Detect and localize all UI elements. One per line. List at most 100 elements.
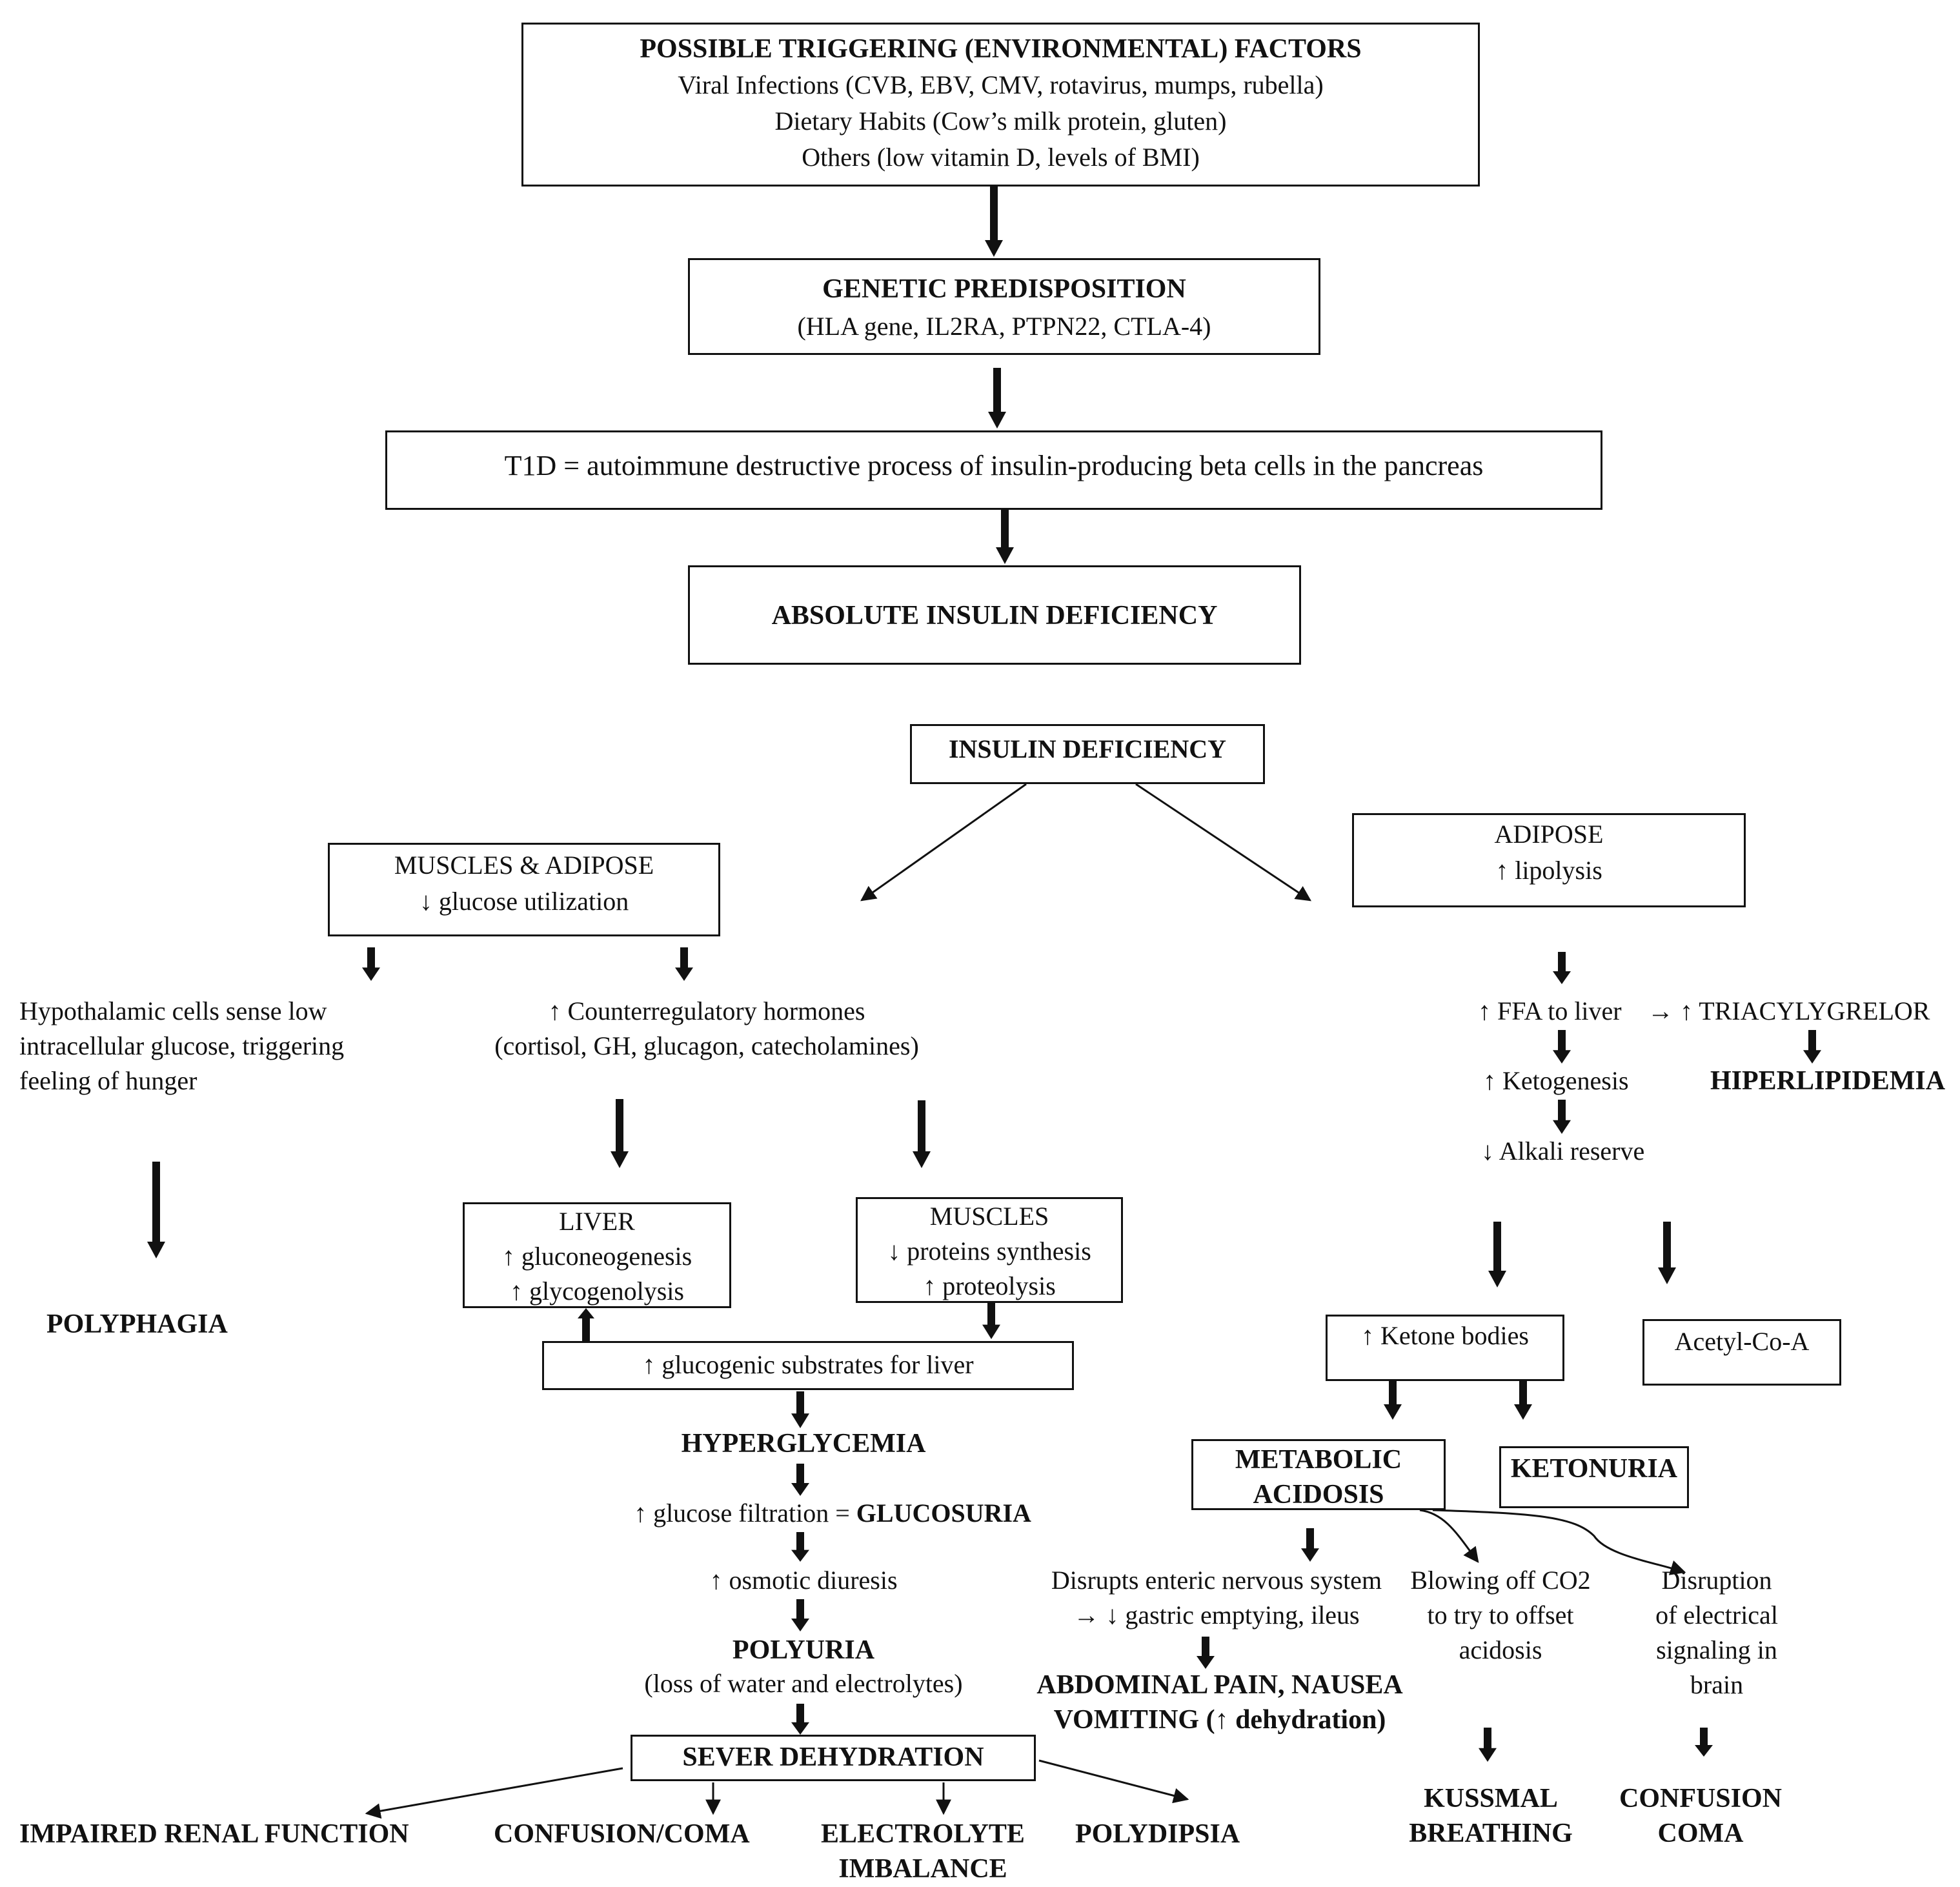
adipose-lipolysis-box: ADIPOSE ↑ lipolysis — [1352, 813, 1746, 907]
disruption-line-2: of electrical — [1655, 1600, 1778, 1630]
arrow-acidosis-to-brain — [1432, 1509, 1686, 1575]
arrow-hunger-to-polyphagia — [147, 1162, 165, 1258]
confusion-right-line-1: CONFUSION — [1619, 1784, 1783, 1813]
arrow-to-hyperglycemia — [791, 1391, 809, 1428]
electrolyte-line-1: ELECTROLYTE — [821, 1819, 1025, 1849]
glucosuria-term: GLUCOSURIA — [856, 1498, 1031, 1528]
genetic-predisposition-genes: (HLA gene, IL2RA, PTPN22, CTLA-4) — [797, 312, 1211, 341]
triggering-factors-title: POSSIBLE TRIGGERING (ENVIRONMENTAL) FACT… — [640, 34, 1362, 64]
hypothalamic-hunger-text: Hypothalamic cells sense low intracellul… — [19, 994, 344, 1098]
arrow-genetic-to-t1d — [988, 368, 1006, 429]
ffa-to-liver-label: ↑ FFA to liver — [1478, 996, 1622, 1025]
genetic-predisposition-box: GENETIC PREDISPOSITION (HLA gene, IL2RA,… — [688, 258, 1320, 355]
arrow-dehydration-to-polydipsia — [1038, 1759, 1189, 1804]
alkali-reserve-label: ↓ Alkali reserve — [1481, 1136, 1645, 1166]
confusion-right-line-2: COMA — [1657, 1819, 1744, 1848]
co2-line-3: acidosis — [1459, 1635, 1542, 1664]
arrow-to-osmotic — [791, 1532, 809, 1562]
arrow-muscles-to-hunger — [362, 947, 380, 981]
disruption-line-4: brain — [1690, 1670, 1744, 1699]
t1d-definition-box: T1D = autoimmune destructive process of … — [385, 430, 1602, 510]
counterregulatory-line-2: (cortisol, GH, glucagon, catecholamines) — [494, 1031, 919, 1060]
metabolic-acidosis-box: METABOLIC ACIDOSIS — [1191, 1439, 1446, 1510]
hyperglycemia-label: HYPERGLYCEMIA — [681, 1429, 926, 1458]
arrow-counter-to-liver — [611, 1099, 629, 1168]
triggering-factor-viral: Viral Infections (CVB, EBV, CMV, rotavir… — [678, 70, 1324, 99]
polyphagia-label: POLYPHAGIA — [46, 1309, 228, 1339]
metabolic-acidosis-line-1: METABOLIC — [1235, 1445, 1402, 1475]
arrow-counter-to-muscles — [913, 1100, 931, 1168]
insulin-deficiency-label: INSULIN DEFICIENCY — [948, 734, 1227, 763]
hunger-line-1: Hypothalamic cells sense low — [19, 996, 327, 1025]
liver-gluconeogenesis: ↑ gluconeogenesis — [501, 1242, 692, 1271]
acetyl-coa-box: Acetyl-Co-A — [1642, 1319, 1841, 1386]
arrow-acidosis-to-enteric — [1301, 1528, 1319, 1562]
disruption-line-3: signaling in — [1656, 1635, 1777, 1664]
muscles-box: MUSCLES ↓ proteins synthesis ↑ proteolys… — [856, 1197, 1123, 1303]
arrow-substrates-to-liver — [578, 1308, 594, 1346]
severe-dehydration-label: SEVER DEHYDRATION — [682, 1742, 984, 1772]
glucogenic-substrates-box: ↑ glucogenic substrates for liver — [542, 1341, 1074, 1390]
absolute-insulin-deficiency-box: ABSOLUTE INSULIN DEFICIENCY — [688, 565, 1301, 665]
osmotic-diuresis-label: ↑ osmotic diuresis — [709, 1566, 898, 1595]
ketonuria-label: KETONURIA — [1510, 1454, 1678, 1484]
co2-line-1: Blowing off CO2 — [1410, 1566, 1591, 1595]
insulin-deficiency-box: INSULIN DEFICIENCY — [910, 724, 1265, 784]
arrow-dehydration-to-renal — [365, 1767, 623, 1819]
absolute-insulin-deficiency-label: ABSOLUTE INSULIN DEFICIENCY — [771, 601, 1218, 631]
hunger-line-3: feeling of hunger — [19, 1066, 197, 1095]
ketonuria-box: KETONURIA — [1499, 1446, 1689, 1508]
arrow-to-acetyl — [1658, 1222, 1676, 1284]
arrow-ketone-to-acidosis — [1384, 1381, 1402, 1420]
arrow-muscles-to-substrates — [982, 1303, 1000, 1339]
ketogenesis-label: ↑ Ketogenesis — [1483, 1066, 1629, 1095]
arrow-to-glucosuria — [791, 1464, 809, 1496]
abdominal-line-2-arrow: ↑ — [1215, 1705, 1229, 1735]
confusion-coma-left-label: CONFUSION/COMA — [494, 1819, 750, 1849]
hiperlipidemia-label: HIPERLIPIDEMIA — [1710, 1066, 1946, 1096]
counterregulatory-line-1: ↑ Counterregulatory hormones — [548, 996, 865, 1025]
abdominal-line-2-suffix: dehydration) — [1228, 1705, 1386, 1735]
polyuria-label: POLYURIA — [732, 1635, 875, 1665]
muscles-adipose-title: MUSCLES & ADIPOSE — [394, 851, 654, 880]
abdominal-line-1: ABDOMINAL PAIN, NAUSEA — [1036, 1670, 1403, 1700]
arrow-insulin-to-adipose — [1135, 783, 1311, 902]
hunger-line-2: intracellular glucose, triggering — [19, 1031, 345, 1060]
enteric-line-1: Disrupts enteric nervous system — [1051, 1566, 1382, 1595]
ketone-bodies-box: ↑ Ketone bodies — [1326, 1315, 1564, 1381]
arrow-adipose-to-ffa — [1553, 952, 1571, 984]
kussmal-line-2: BREATHING — [1409, 1819, 1573, 1848]
glucosuria-text: ↑ glucose filtration = GLUCOSURIA — [516, 1496, 1149, 1531]
abdominal-line-2-prefix: VOMITING ( — [1053, 1705, 1215, 1735]
liver-title: LIVER — [559, 1207, 635, 1236]
polyuria-detail: (loss of water and electrolytes) — [644, 1669, 963, 1698]
arrow-alkali-to-ketone — [1488, 1222, 1506, 1287]
ketone-bodies-label: ↑ Ketone bodies — [1361, 1321, 1529, 1350]
severe-dehydration-box: SEVER DEHYDRATION — [631, 1735, 1036, 1781]
arrow-to-polyuria — [791, 1599, 809, 1631]
enteric-line-2: → ↓ gastric emptying, ileus — [1073, 1600, 1360, 1630]
t1d-definition-text: T1D = autoimmune destructive process of … — [504, 450, 1484, 481]
muscles-adipose-detail: ↓ glucose utilization — [419, 887, 629, 916]
disruption-line-1: Disruption — [1661, 1566, 1772, 1595]
arrow-ffa-to-ketogenesis — [1553, 1030, 1571, 1064]
muscles-title: MUSCLES — [929, 1202, 1049, 1231]
arrow-triacyl-to-hiperlipidemia — [1803, 1030, 1821, 1064]
triggering-factor-dietary: Dietary Habits (Cow’s milk protein, glut… — [774, 106, 1227, 136]
electrolyte-imbalance-label: ELECTROLYTE IMBALANCE — [794, 1817, 1052, 1886]
arrow-triggers-to-genetic — [985, 187, 1003, 257]
genetic-predisposition-title: GENETIC PREDISPOSITION — [822, 274, 1186, 304]
triacylglycerol-label: → ↑ TRIACYLYGRELOR — [1648, 996, 1930, 1025]
muscles-adipose-box: MUSCLES & ADIPOSE ↓ glucose utilization — [328, 843, 720, 936]
muscles-protein-synthesis: ↓ proteins synthesis — [887, 1236, 1091, 1266]
glucogenic-substrates-label: ↑ glucogenic substrates for liver — [642, 1350, 974, 1379]
co2-line-2: to try to offset — [1427, 1600, 1574, 1630]
arrow-ketone-to-ketonuria — [1514, 1381, 1532, 1420]
adipose-title: ADIPOSE — [1494, 820, 1604, 849]
abdominal-line-2: VOMITING (↑ dehydration) — [997, 1702, 1442, 1737]
arrow-ketogenesis-to-alkali — [1553, 1100, 1571, 1134]
arrow-insulin-to-left — [860, 783, 1027, 902]
thin-arrows — [365, 783, 1686, 1819]
